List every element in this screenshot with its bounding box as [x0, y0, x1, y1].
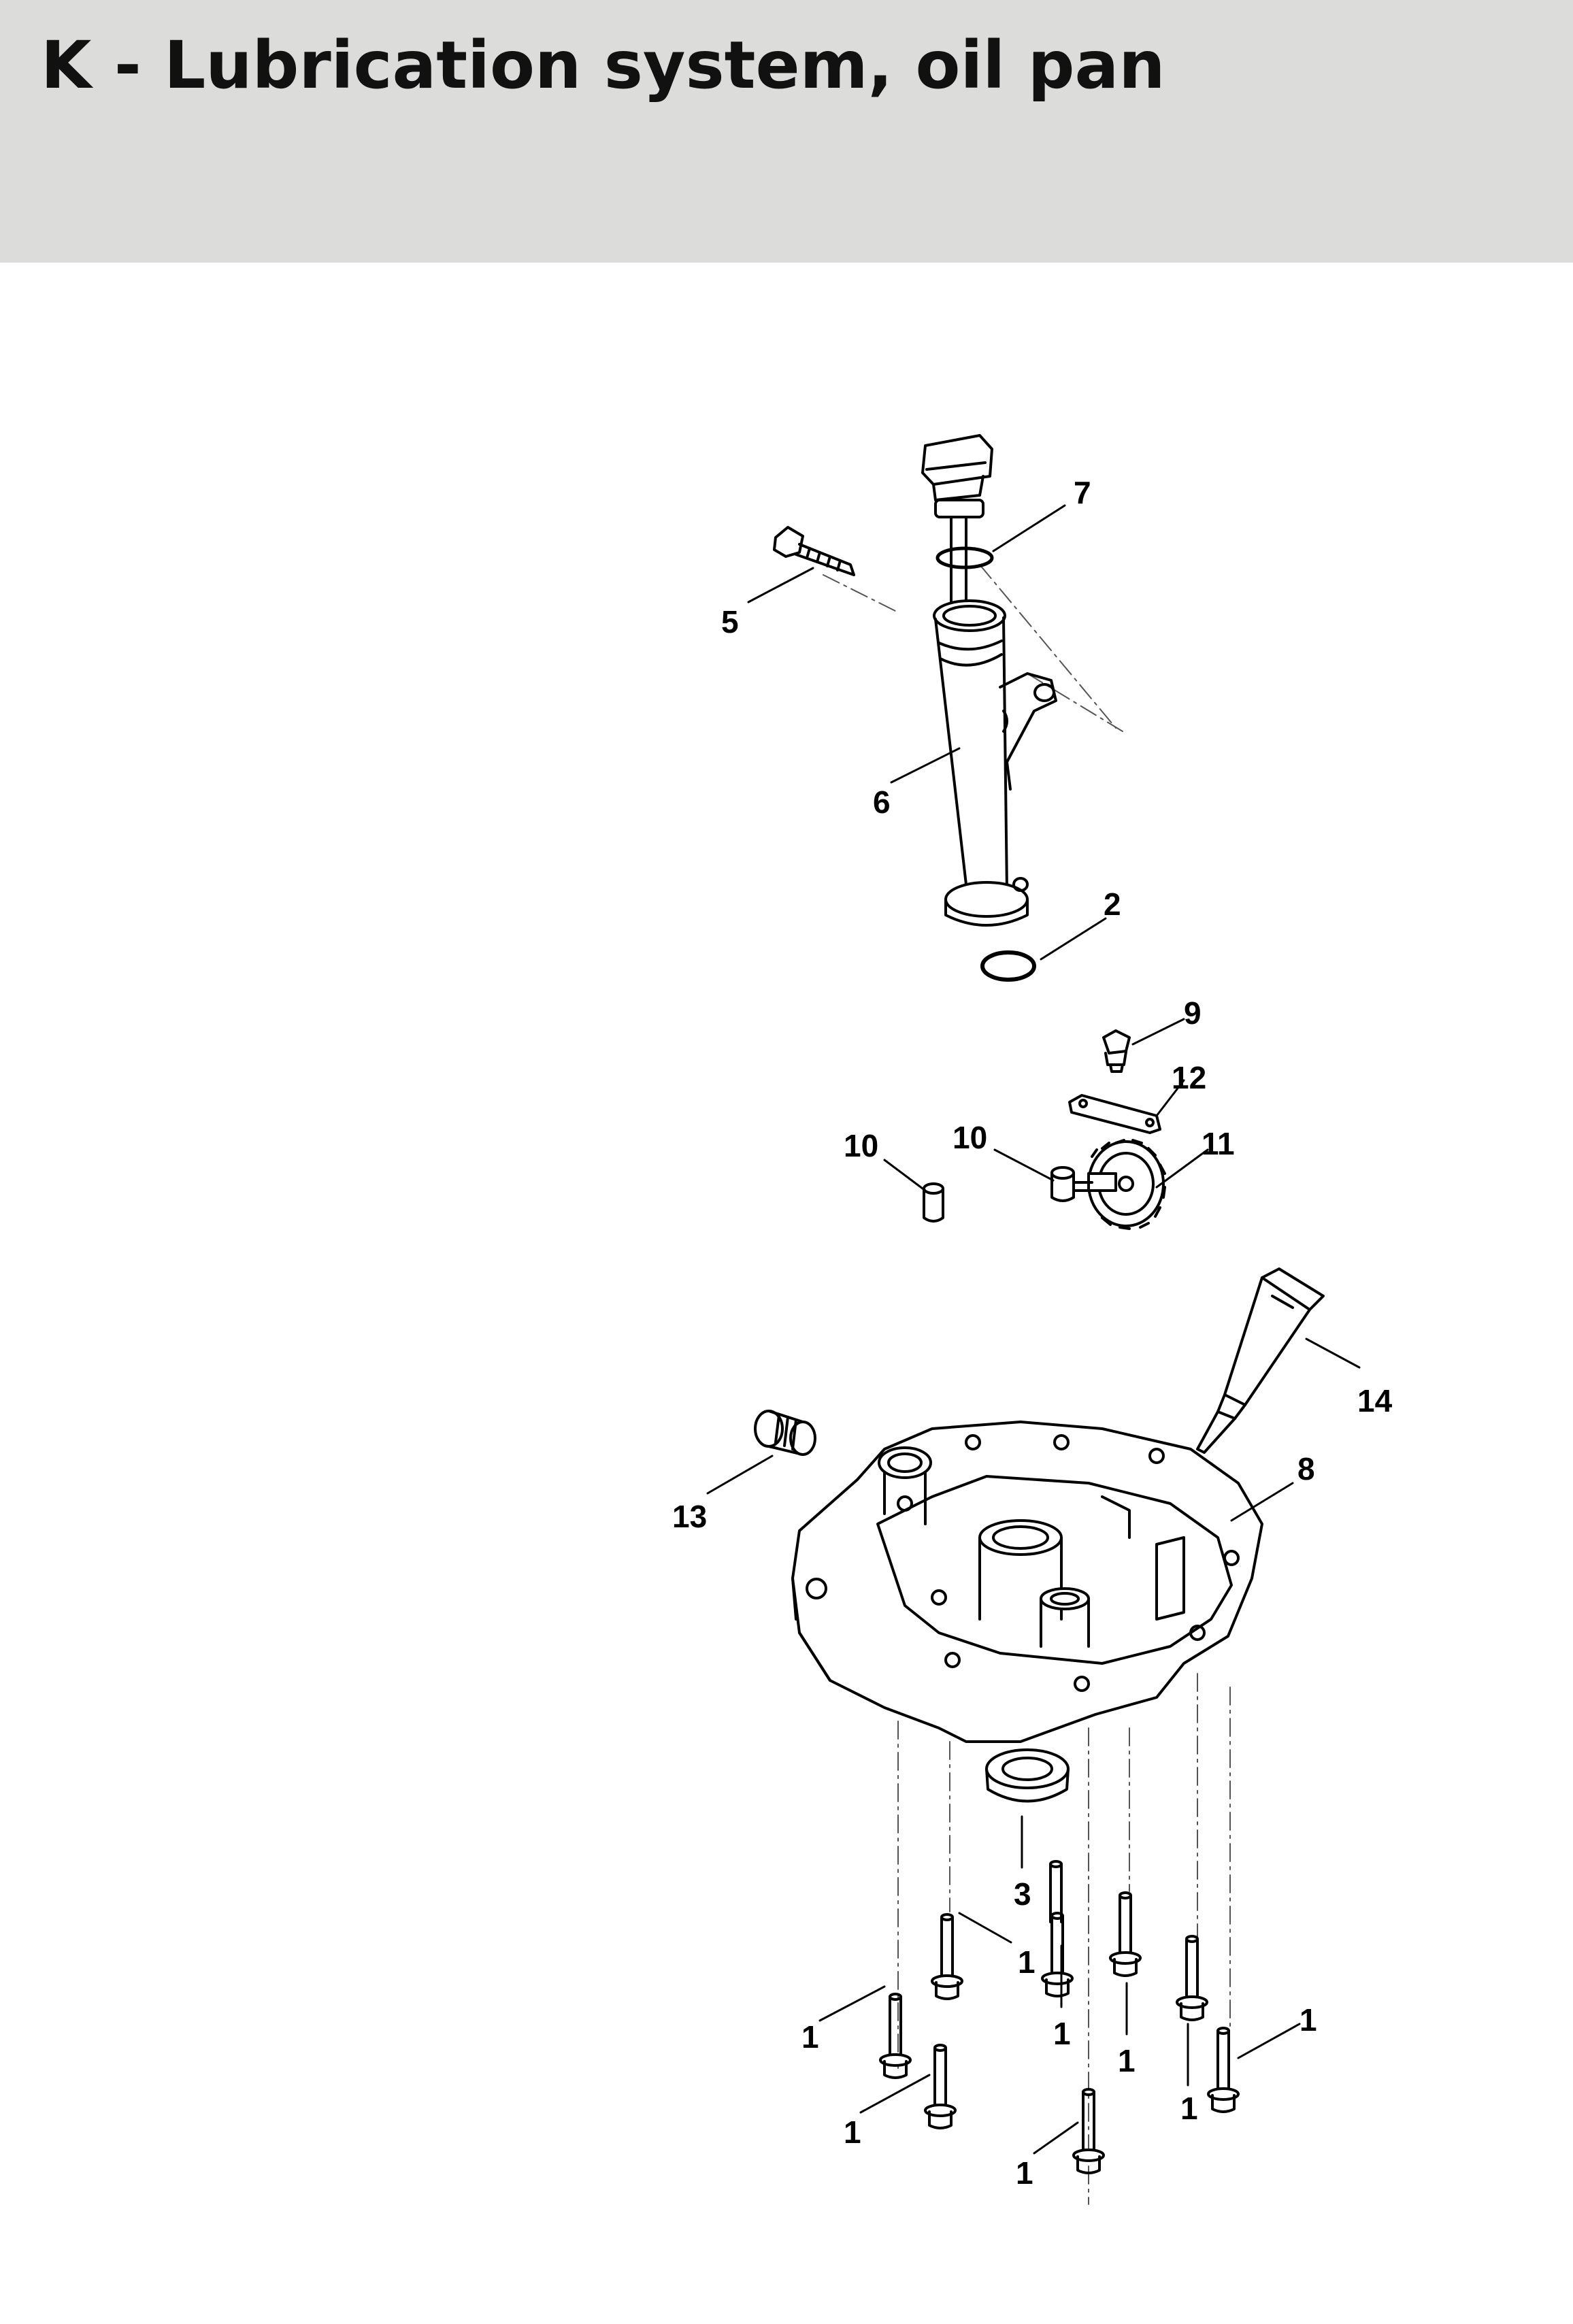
bolt-1f — [1207, 2027, 1240, 2113]
callout-10-left: 10 — [844, 1128, 878, 1163]
screw-9 — [1102, 1029, 1131, 1073]
dipstick-part — [921, 434, 994, 620]
callout-1-d: 1 — [1118, 2043, 1136, 2078]
bolt-1a — [879, 1993, 912, 2079]
callout-6: 6 — [873, 784, 891, 820]
bolt-1c — [1041, 1912, 1074, 1997]
sealant-tube-14 — [1196, 1267, 1325, 1454]
bolt-1e — [1176, 1935, 1208, 2021]
callout-labels: 7 5 6 2 9 12 10 10 11 14 8 13 3 1 1 1 1 … — [672, 475, 1393, 2191]
callout-11: 11 — [1202, 1126, 1235, 1161]
callout-13: 13 — [672, 1499, 707, 1534]
callout-1-e: 1 — [1180, 2091, 1198, 2126]
dowel-pin-10-left — [923, 1182, 944, 1223]
bolt-1d — [1109, 1891, 1142, 1977]
oil-pump-gear-11 — [1074, 1139, 1166, 1230]
callout-8: 8 — [1297, 1451, 1315, 1487]
page-title: K - Lubrication system, oil pan — [41, 27, 1165, 103]
callout-14: 14 — [1357, 1383, 1393, 1418]
oil-pan-8 — [791, 1421, 1263, 1743]
bolt-1g — [924, 2044, 957, 2129]
callout-2: 2 — [1104, 886, 1121, 922]
plate-12 — [1068, 1094, 1161, 1134]
callout-9: 9 — [1184, 995, 1202, 1031]
bolts-1 — [879, 1860, 1240, 2174]
dowel-pin-10-right — [1050, 1166, 1075, 1202]
bolt-5 — [773, 526, 855, 576]
assembly-axis-lines — [823, 564, 1231, 2205]
callout-10-right: 10 — [953, 1120, 987, 1155]
bolt-1h — [1072, 2088, 1105, 2174]
callout-5: 5 — [721, 604, 739, 640]
exploded-parts-diagram: 7 5 6 2 9 12 10 10 11 14 8 13 3 1 1 1 1 … — [0, 263, 1573, 2324]
callout-12: 12 — [1172, 1060, 1206, 1095]
filler-tube-6 — [933, 599, 1057, 927]
callout-1-c: 1 — [1053, 2016, 1071, 2051]
bolt-1i — [1049, 1860, 1063, 1923]
page-header: K - Lubrication system, oil pan — [0, 0, 1573, 263]
bolt-1b — [931, 1913, 963, 2000]
callout-1-b: 1 — [1018, 1944, 1036, 1980]
o-ring-7 — [935, 546, 994, 569]
plug-13 — [754, 1410, 816, 1456]
shaft-seal-3 — [985, 1748, 1070, 1803]
callout-1-a: 1 — [801, 2019, 819, 2055]
callout-1-f: 1 — [1299, 2002, 1317, 2038]
callout-1-g: 1 — [844, 2114, 861, 2150]
o-ring-2 — [980, 950, 1036, 982]
leader-lines — [706, 504, 1361, 2155]
callout-3: 3 — [1014, 1876, 1031, 1912]
callout-7: 7 — [1074, 475, 1091, 510]
callout-1-h: 1 — [1016, 2155, 1033, 2191]
